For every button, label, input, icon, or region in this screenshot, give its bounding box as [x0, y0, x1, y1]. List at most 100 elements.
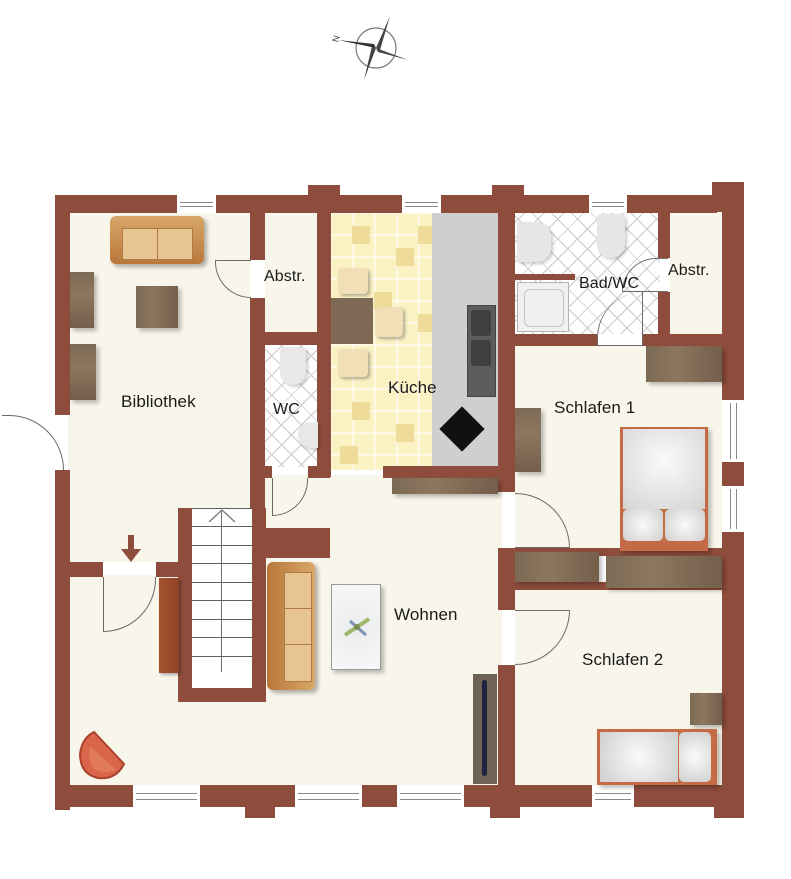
- wall: [658, 292, 670, 338]
- room-label-wohnen: Wohnen: [394, 605, 458, 624]
- stair-step: [192, 656, 252, 657]
- sink-basin: [471, 310, 491, 336]
- wall: [250, 466, 272, 478]
- sink-basin: [471, 340, 491, 366]
- stair-step: [192, 508, 252, 509]
- wall: [492, 185, 524, 213]
- wardrobe-2: [515, 552, 599, 582]
- wall: [464, 785, 592, 807]
- double-sink: [467, 305, 496, 397]
- wall: [722, 462, 744, 486]
- wall: [498, 548, 515, 610]
- wall: [515, 274, 575, 280]
- double-bed: [620, 427, 708, 551]
- wall: [252, 528, 330, 558]
- window: [402, 195, 441, 213]
- table-bibliothek: [136, 286, 178, 328]
- sofa-cushion: [284, 572, 312, 610]
- stair-step: [192, 600, 252, 601]
- pillow: [679, 732, 711, 782]
- wall: [722, 182, 744, 400]
- room-label-wc: WC: [273, 401, 300, 418]
- wall: [178, 508, 192, 700]
- window: [397, 785, 464, 807]
- window: [177, 195, 216, 213]
- stair-step: [192, 526, 252, 527]
- staircase: [192, 508, 252, 688]
- chair-3: [338, 349, 368, 377]
- shelf-bibliothek-1: [70, 272, 94, 328]
- tile: [418, 226, 436, 244]
- tv-screen: [482, 680, 487, 776]
- window: [589, 195, 627, 213]
- room-label-bibliothek: Bibliothek: [121, 392, 196, 411]
- wall: [362, 785, 397, 807]
- wall: [627, 195, 717, 213]
- tile: [374, 292, 392, 310]
- wall: [156, 562, 192, 577]
- wall: [383, 466, 515, 478]
- stair-step: [192, 563, 252, 564]
- compass-rose-icon: N: [330, 10, 410, 82]
- tv-unit: [473, 674, 497, 784]
- floor-abstr1: [265, 212, 318, 332]
- door-main-entrance[interactable]: [2, 415, 64, 470]
- tile: [418, 314, 436, 332]
- stair-arrow-icon: [208, 509, 236, 523]
- room-label-bad: Bad/WC: [579, 275, 640, 292]
- shower-tray: [517, 282, 569, 332]
- wall: [722, 532, 744, 817]
- window: [592, 785, 634, 807]
- wall: [250, 332, 330, 345]
- pillow: [665, 509, 705, 541]
- sofa-bibliothek: [110, 216, 204, 264]
- stair-step: [192, 637, 252, 638]
- wall: [250, 212, 265, 260]
- duvet: [623, 429, 705, 509]
- wall: [714, 800, 744, 818]
- wall: [178, 688, 266, 702]
- wall: [55, 195, 70, 415]
- sink-wc: [298, 422, 318, 448]
- svg-text:N: N: [330, 34, 341, 43]
- shower-basin: [524, 289, 564, 327]
- sink-bad: [517, 222, 551, 262]
- window: [295, 785, 362, 807]
- dining-table: [331, 298, 373, 344]
- tile: [352, 402, 370, 420]
- wall: [498, 665, 515, 790]
- chair-2: [375, 307, 403, 337]
- room-label-abstr2: Abstr.: [668, 262, 710, 279]
- wall: [658, 212, 670, 258]
- wall: [55, 562, 103, 577]
- window: [722, 486, 744, 532]
- sofa-cushion: [284, 608, 312, 646]
- armchair: [78, 730, 126, 780]
- stair-center-line: [221, 510, 222, 672]
- pillow: [623, 509, 663, 541]
- wall: [250, 298, 265, 563]
- single-bed: [597, 729, 717, 785]
- stair-step: [192, 619, 252, 620]
- room-label-schlafen1: Schlafen 1: [554, 398, 636, 417]
- toilet-wc: [280, 347, 306, 385]
- plant-icon: [343, 617, 371, 637]
- wall: [643, 334, 723, 346]
- wall: [605, 548, 722, 556]
- wall: [55, 195, 177, 213]
- sofa-cushion: [157, 228, 193, 260]
- wall: [55, 785, 133, 807]
- room-label-schlafen2: Schlafen 2: [582, 650, 664, 669]
- tile: [352, 226, 370, 244]
- wardrobe-3: [606, 556, 722, 588]
- sofa-cushion: [122, 228, 158, 260]
- stair-step: [192, 582, 252, 583]
- entrance-arrow-icon: [121, 535, 141, 562]
- wall: [498, 212, 515, 492]
- window: [722, 400, 744, 462]
- wall: [308, 466, 330, 478]
- stair-step: [192, 545, 252, 546]
- sofa-cushion: [284, 644, 312, 682]
- coffee-table: [331, 584, 381, 670]
- wall: [515, 334, 597, 346]
